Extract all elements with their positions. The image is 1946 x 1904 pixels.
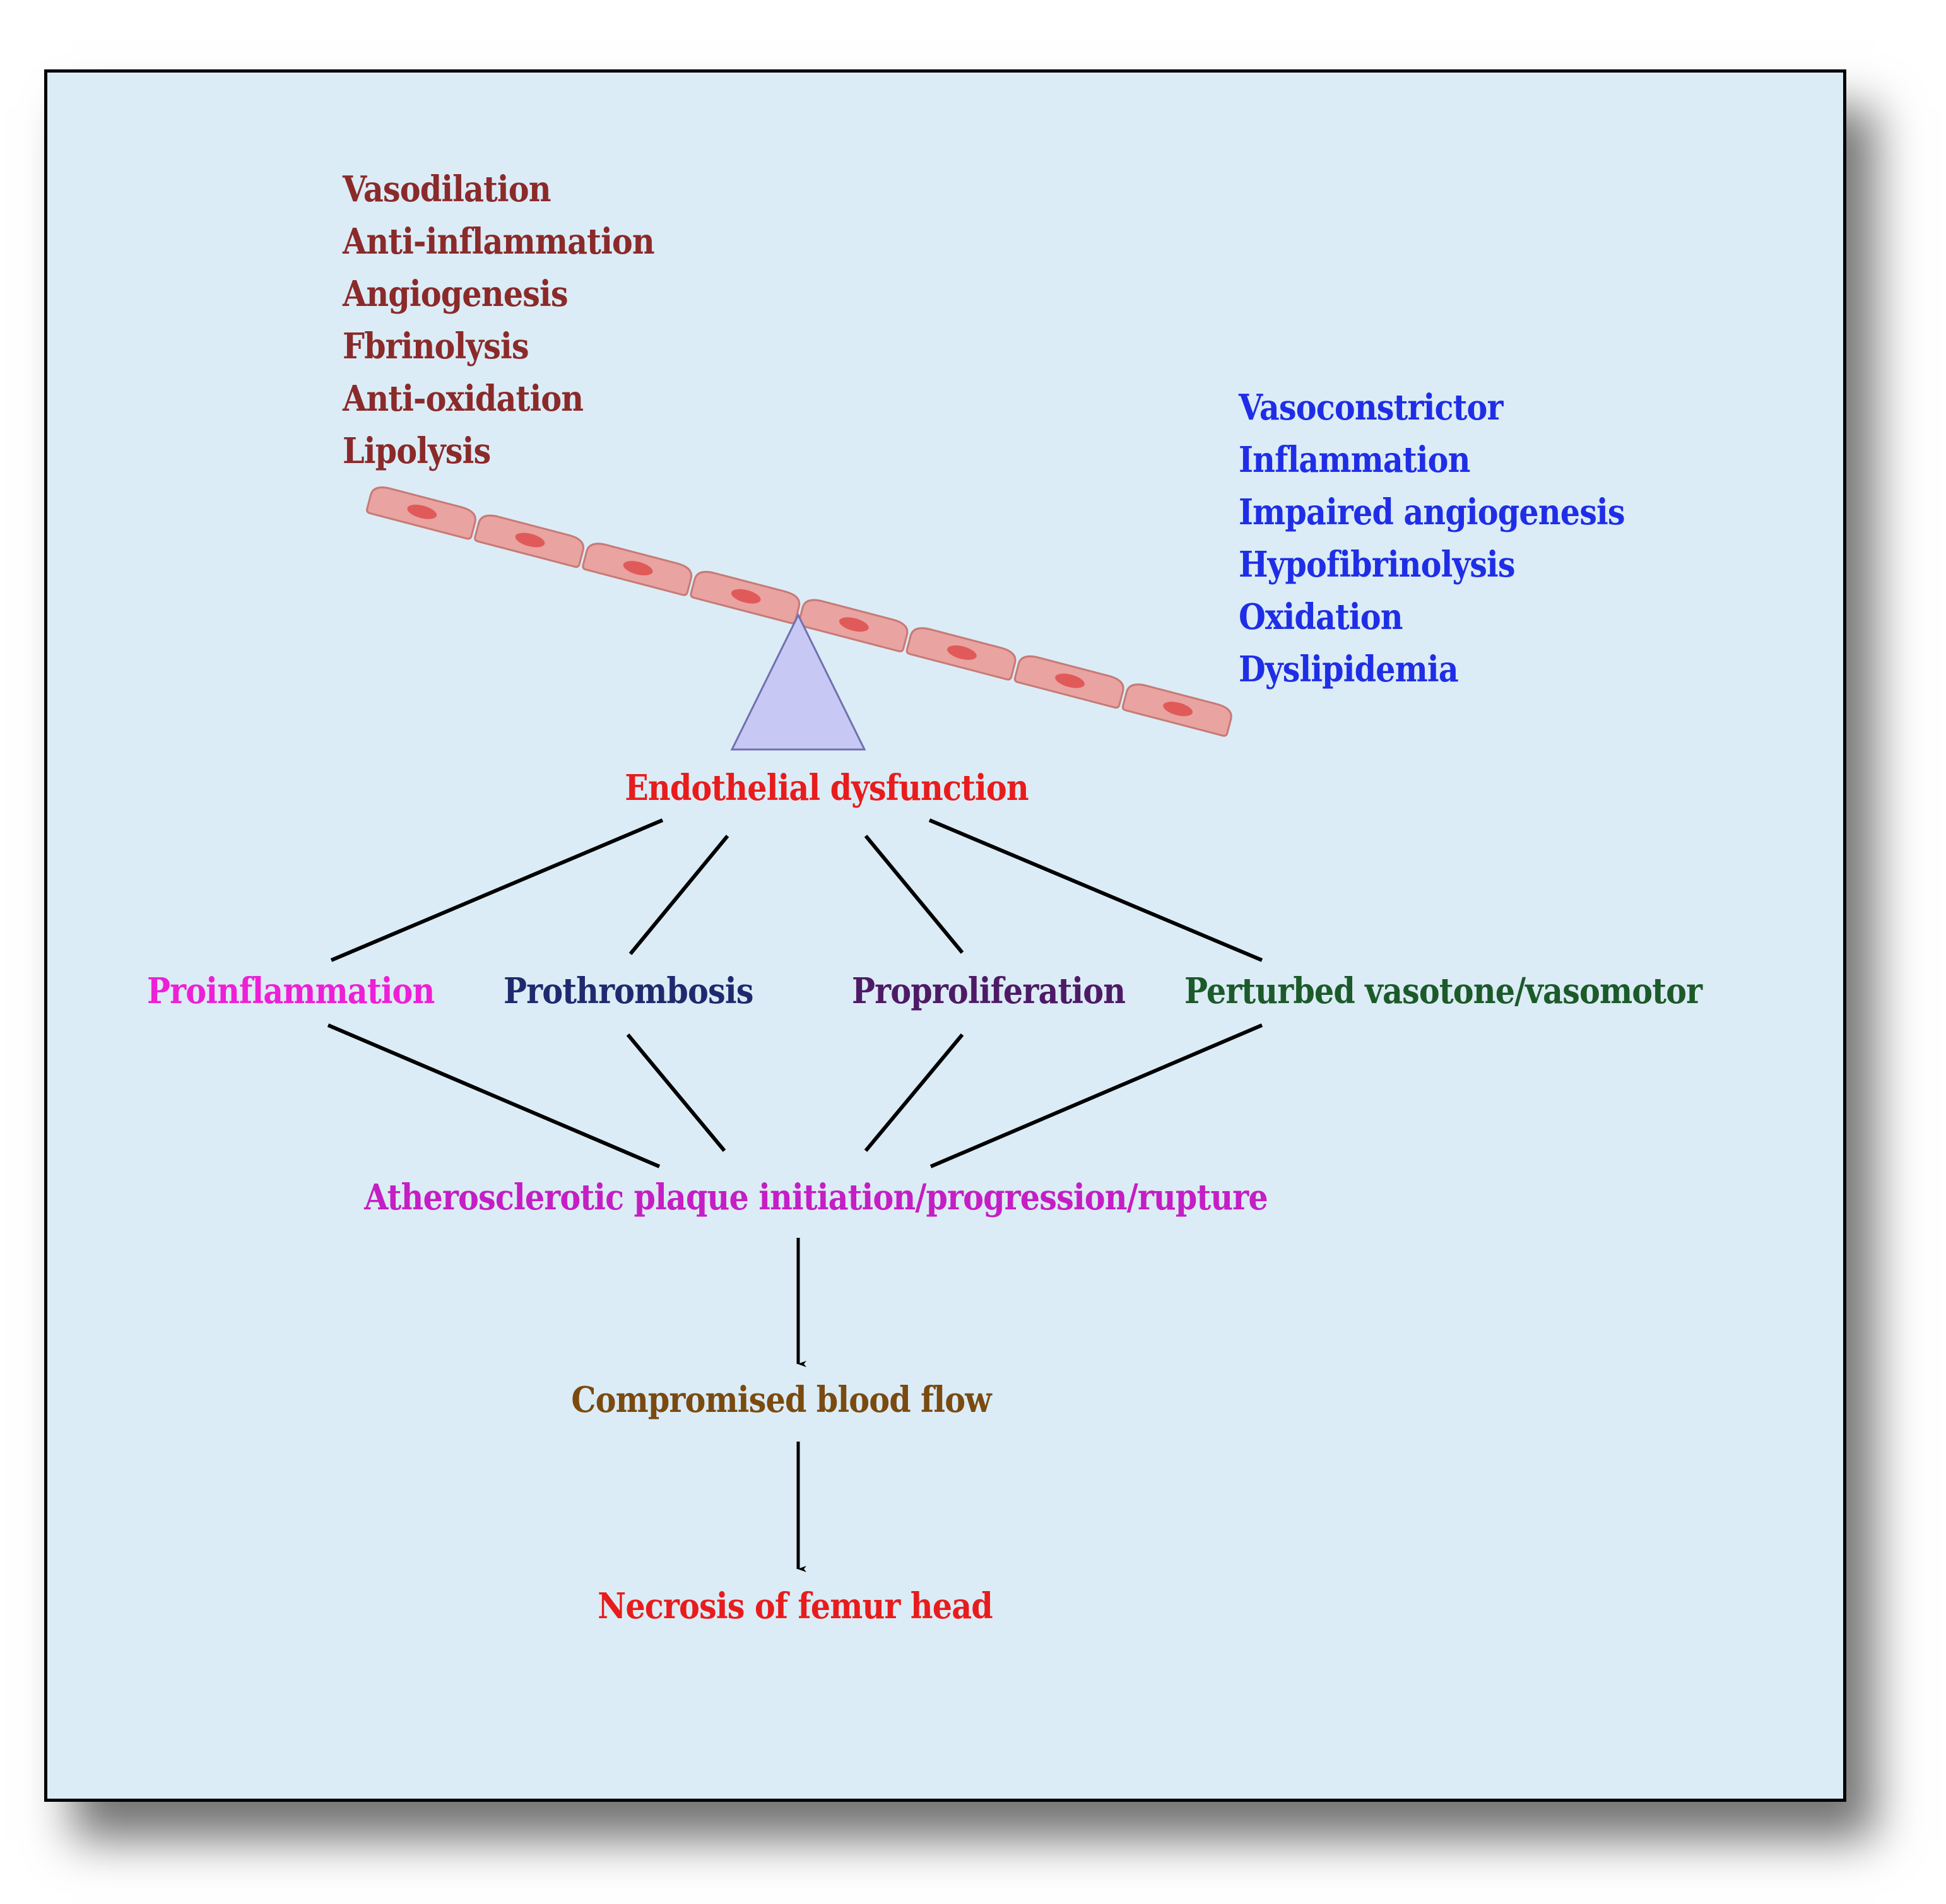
endothelial-cell <box>1013 655 1124 709</box>
endothelial-cell <box>582 543 693 596</box>
harmful-item: Oxidation <box>1239 596 1403 638</box>
connector-line <box>864 1033 964 1152</box>
protective-item: Fbrinolysis <box>343 326 529 367</box>
prothrombosis-label: Prothrombosis <box>504 970 753 1012</box>
proinflammation-label: Proinflammation <box>147 970 435 1012</box>
cell-nucleus <box>1163 702 1193 717</box>
cell-nucleus <box>407 504 437 519</box>
perturbed-vasotone-label: Perturbed vasotone/vasomotor <box>1184 970 1702 1012</box>
endothelial-cell <box>798 599 909 652</box>
endothelial-cell <box>905 627 1017 681</box>
cell-nucleus <box>731 589 761 604</box>
connector-line <box>327 1023 661 1168</box>
necrosis-femur-head-label: Necrosis of femur head <box>598 1585 993 1627</box>
cell-nucleus <box>623 561 653 576</box>
connector-line <box>928 818 1263 962</box>
endothelial-cell <box>366 486 476 540</box>
cell-nucleus <box>947 645 977 660</box>
harmful-item: Vasoconstrictor <box>1239 387 1503 428</box>
protective-item: Angiogenesis <box>343 273 569 315</box>
connector-line <box>330 818 664 962</box>
endothelial-cell <box>1121 683 1232 737</box>
connector-line <box>628 835 729 955</box>
atherosclerotic-plaque-label: Atherosclerotic plaque initiation/progre… <box>364 1177 1268 1218</box>
protective-item: Vasodilation <box>343 168 551 210</box>
harmful-item: Inflammation <box>1239 439 1470 481</box>
connector-line <box>864 835 964 954</box>
endothelial-cell-beam <box>366 486 1232 737</box>
connector-line <box>929 1023 1263 1168</box>
endothelial-dysfunction-label: Endothelial dysfunction <box>625 767 1029 809</box>
cell-nucleus <box>515 532 545 548</box>
connector-line <box>626 1033 726 1152</box>
harmful-item: Impaired angiogenesis <box>1239 491 1625 533</box>
protective-item: Lipolysis <box>343 430 491 472</box>
figure-frame <box>44 69 1846 1802</box>
protective-item: Anti-inflammation <box>343 221 655 262</box>
proproliferation-label: Proproliferation <box>852 970 1126 1012</box>
protective-item: Anti-oxidation <box>343 378 584 420</box>
cell-nucleus <box>839 617 869 632</box>
cell-nucleus <box>1055 673 1085 688</box>
fulcrum-triangle <box>730 613 866 751</box>
harmful-item: Hypofibrinolysis <box>1239 544 1516 585</box>
harmful-item: Dyslipidemia <box>1239 649 1459 690</box>
endothelial-cell <box>474 514 584 568</box>
endothelial-cell <box>690 570 801 625</box>
compromised-blood-flow-label: Compromised blood flow <box>571 1379 991 1421</box>
